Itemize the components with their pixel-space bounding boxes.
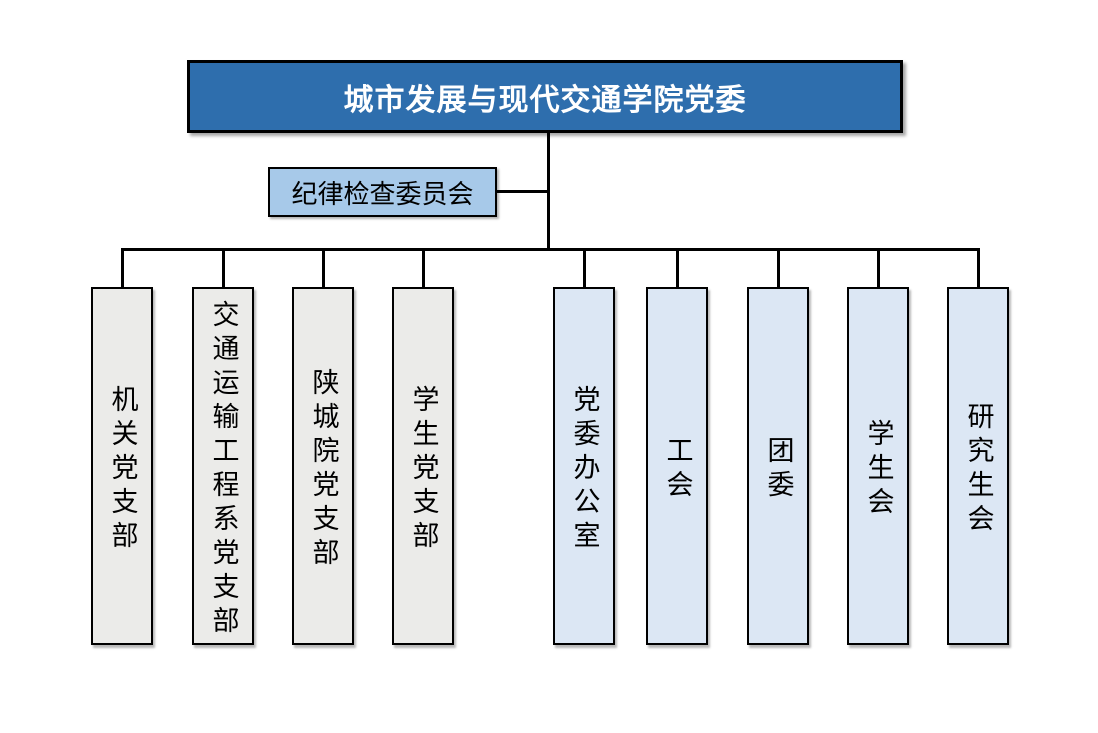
node-label: 纪律检查委员会 xyxy=(291,178,474,209)
node-transportation-engineering-dept-party-branch: 交通运输工程系党支部 xyxy=(192,287,254,645)
node-labor-union: 工会 xyxy=(646,287,708,645)
connector-drop-4 xyxy=(422,248,425,287)
connector-drop-3 xyxy=(322,248,325,287)
node-label: 陕城院党支部 xyxy=(308,367,339,572)
node-label: 工会 xyxy=(662,435,693,504)
node-label: 学生党支部 xyxy=(408,384,439,555)
connector-discipline-horizontal xyxy=(497,190,549,193)
node-shanchengyuan-party-branch: 陕城院党支部 xyxy=(292,287,354,645)
node-branch-office-party-branch: 机关党支部 xyxy=(91,287,153,645)
connector-drop-9 xyxy=(977,248,980,287)
node-label: 学生会 xyxy=(863,418,894,521)
connector-drop-5 xyxy=(583,248,586,287)
connector-rail xyxy=(121,248,979,251)
connector-drop-1 xyxy=(121,248,124,287)
node-discipline-inspection-committee: 纪律检查委员会 xyxy=(268,167,497,217)
node-youth-league-committee: 团委 xyxy=(747,287,809,645)
node-student-union: 学生会 xyxy=(847,287,909,645)
node-label: 机关党支部 xyxy=(107,384,138,555)
node-college-party-committee: 城市发展与现代交通学院党委 xyxy=(187,60,903,133)
node-graduate-student-union: 研究生会 xyxy=(947,287,1009,645)
connector-drop-6 xyxy=(676,248,679,287)
node-party-committee-office: 党委办公室 xyxy=(553,287,615,645)
node-label: 研究生会 xyxy=(963,401,994,538)
node-label: 党委办公室 xyxy=(569,384,600,555)
connector-drop-2 xyxy=(222,248,225,287)
node-label: 团委 xyxy=(763,435,794,504)
node-label: 城市发展与现代交通学院党委 xyxy=(343,83,747,117)
node-label: 交通运输工程系党支部 xyxy=(208,299,239,640)
connector-drop-8 xyxy=(877,248,880,287)
connector-drop-7 xyxy=(777,248,780,287)
node-student-party-branch: 学生党支部 xyxy=(392,287,454,645)
